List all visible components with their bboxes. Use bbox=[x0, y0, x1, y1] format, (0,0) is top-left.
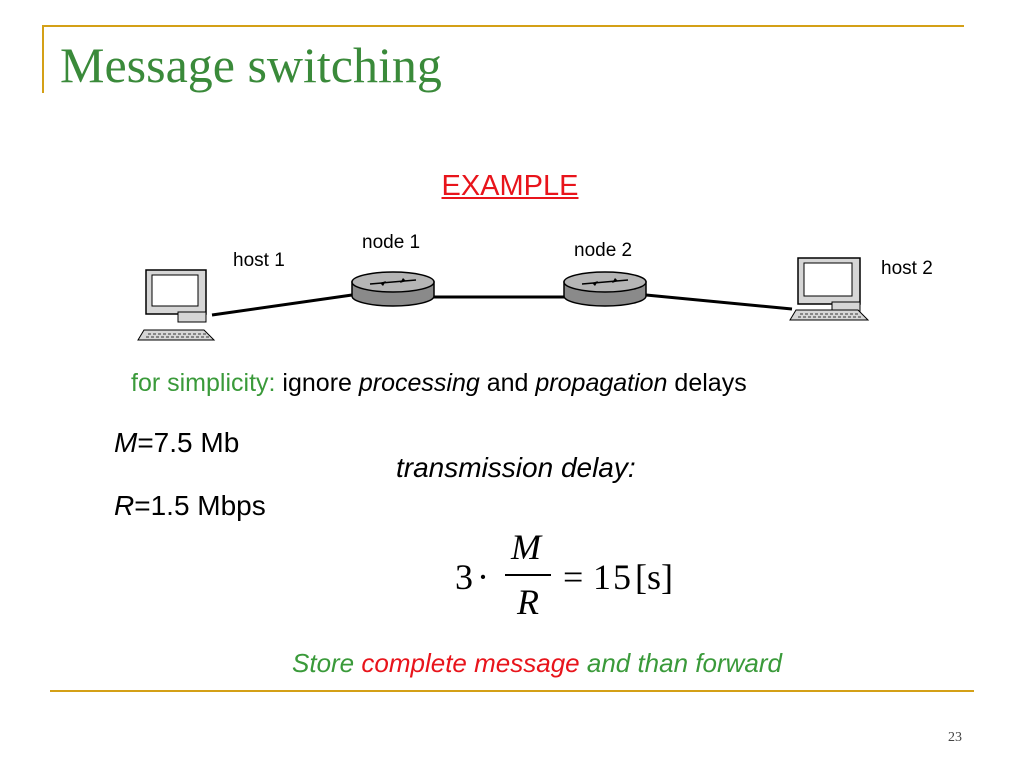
transmission-delay-label: transmission delay: bbox=[396, 452, 636, 483]
link-host1-node1 bbox=[211, 293, 353, 317]
note-word-processing: processing bbox=[358, 369, 480, 397]
conclusion-part-1: Store bbox=[292, 648, 355, 678]
host1-computer-icon bbox=[137, 269, 216, 341]
param-r-value: =1.5 Mbps bbox=[134, 490, 266, 521]
param-m-symbol: M bbox=[114, 427, 138, 458]
footer-rule bbox=[50, 690, 974, 692]
formula-factor: 3 bbox=[455, 557, 473, 597]
fraction-bar bbox=[505, 574, 551, 576]
formula-dot: · bbox=[477, 557, 489, 597]
host2-label: host 2 bbox=[881, 258, 933, 279]
note-text-1: ignore bbox=[282, 369, 352, 397]
conclusion-text: Store complete message and than forward bbox=[0, 648, 1024, 679]
title-rule-vertical bbox=[42, 25, 44, 93]
formula-denominator: R bbox=[517, 582, 539, 622]
note-word-propagation: propagation bbox=[535, 369, 668, 397]
conclusion-part-2: complete message bbox=[361, 648, 580, 678]
param-r-symbol: R bbox=[114, 490, 135, 521]
host1-label: host 1 bbox=[233, 250, 285, 271]
note-prefix: for simplicity: bbox=[131, 369, 276, 397]
page-number: 23 bbox=[948, 730, 962, 745]
network-diagram bbox=[137, 257, 870, 341]
formula-unit: [s] bbox=[635, 557, 673, 597]
link-node2-host2 bbox=[645, 293, 793, 311]
node2-label: node 2 bbox=[574, 240, 633, 261]
slide-title: Message switching bbox=[60, 37, 442, 93]
title-rule-horizontal bbox=[42, 25, 964, 27]
note-text-3: delays bbox=[674, 369, 747, 397]
param-m-value: =7.5 Mb bbox=[137, 427, 240, 458]
node1-label: node 1 bbox=[362, 232, 421, 253]
example-heading: EXAMPLE bbox=[441, 170, 579, 202]
param-rate: R=1.5 Mbps bbox=[114, 490, 266, 522]
node2-router-icon bbox=[563, 271, 647, 307]
delay-formula: 3 · M R = 15 [s] bbox=[455, 526, 715, 626]
conclusion-part-3: and than forward bbox=[586, 648, 782, 678]
simplicity-note: for simplicity: ignore processing and pr… bbox=[131, 369, 747, 398]
formula-equals: = bbox=[563, 557, 584, 597]
formula-result: 15 bbox=[593, 557, 633, 597]
host2-computer-icon bbox=[789, 257, 870, 321]
formula-numerator: M bbox=[511, 527, 541, 567]
param-message-size: M=7.5 Mb bbox=[114, 427, 239, 459]
node1-router-icon bbox=[351, 271, 435, 307]
note-text-2: and bbox=[486, 369, 529, 397]
